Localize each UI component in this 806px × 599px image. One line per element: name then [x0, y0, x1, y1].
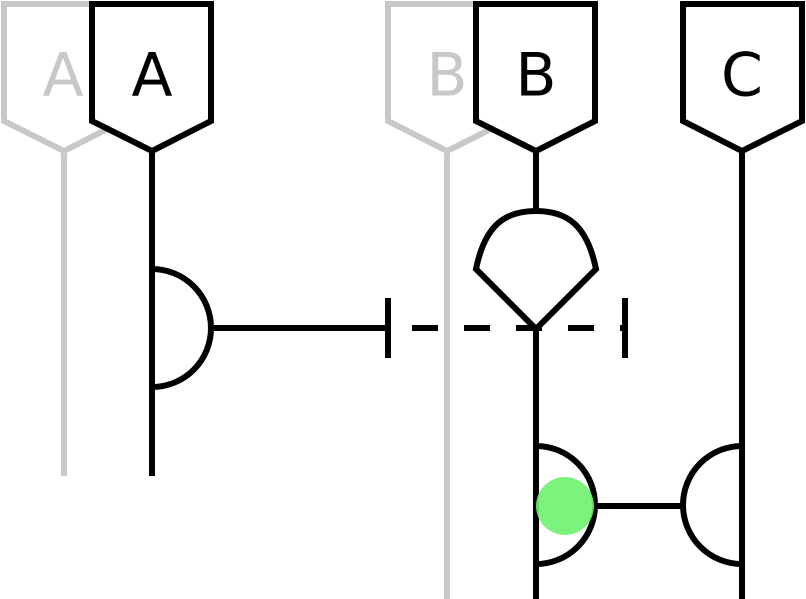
lifeline-b-label: B: [515, 41, 556, 111]
lifeline-a-half-circle: [151, 266, 214, 390]
lifeline-a-head: [89, 1, 214, 155]
lifeline-b-half-circle: [535, 443, 598, 567]
lifeline-c-head: [680, 1, 805, 155]
lifeline-b: B: [472, 1, 600, 599]
lifeline-a: A: [89, 1, 214, 476]
connection-a-dashed: [211, 298, 628, 358]
ghost-lifeline-b-label: B: [426, 41, 467, 111]
ghost-lifeline-a-label: A: [42, 41, 83, 111]
lifeline-b-head: [473, 1, 598, 155]
highlight-dot[interactable]: [536, 477, 594, 535]
lifeline-c: C: [680, 1, 805, 599]
lifeline-c-half-circle: [680, 443, 743, 567]
lifeline-a-label: A: [131, 41, 172, 111]
lifeline-b-drop-shape: [472, 207, 600, 334]
lifeline-c-label: C: [721, 41, 763, 111]
